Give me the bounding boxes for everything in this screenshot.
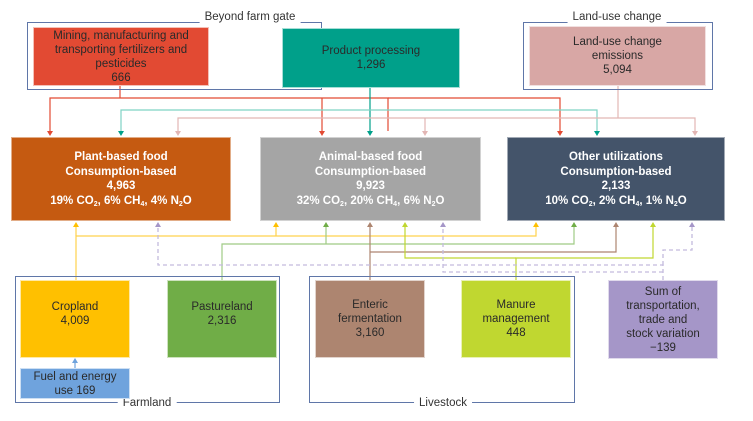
transport-trade-box: Sum of transportation, trade and stock v… [608,280,718,359]
land-use-change-value: 5,094 [603,64,632,76]
arrow-head-icon [118,131,124,136]
arrow-head-icon [422,131,428,136]
beyond-farm-gate-label: Beyond farm gate [199,11,301,24]
arrow-head-icon [650,222,656,227]
gas-share: 10% CO2, [545,194,600,208]
transport-trade-label-line: Sum of [644,285,682,298]
gas-share: 4% N2O [150,194,192,208]
arrow-head-icon [155,222,161,227]
fertilizers-label-line: transporting fertilizers and [54,43,188,56]
arrow-head-icon [323,222,329,227]
arrow-head-icon [571,222,577,227]
pastureland-box: Pastureland 2,316 [167,280,277,358]
gas-share: 19% CO2, [50,194,105,208]
animal-based-food-box: Animal-based food Consumption-based 9,92… [260,137,481,221]
arrow-head-icon [440,222,446,227]
transport-trade-label-line: stock variation [626,327,700,340]
arrow-head-icon [689,222,695,227]
land-use-change-label-line: emissions [591,50,644,62]
fertilizers-value: 666 [111,71,131,84]
gas-share: 20% CH4, [350,194,404,208]
arrow-head-icon [692,131,698,136]
enteric-fermentation-label-line: Enteric [352,299,388,311]
gas-share: 32% CO2, [296,194,351,208]
fuel-energy-label-line: use 169 [54,384,96,397]
animal-based-food-value: 9,923 [356,180,385,192]
other-utilizations-subtitle: Consumption-based [560,165,672,178]
gas-share: 1% N2O [645,194,687,208]
land-use-change-label-line: Land-use change [573,36,662,48]
plant-based-food-value: 4,963 [106,180,136,192]
other-utilizations-box: Other utilizations Consumption-based 2,1… [507,137,725,221]
arrow-head-icon [73,222,79,227]
product-processing-box: Product processing 1,296 [282,28,460,88]
arrow-head-icon [613,222,619,227]
enteric-connector [370,227,617,253]
cropland-value: 4,009 [60,315,90,327]
product-processing-label: Product processing [321,45,421,57]
arrow-head-icon [533,222,539,227]
manure-management-label-line: Manure [496,299,536,311]
land-use-change-box: Land-use change emissions 5,094 [529,26,706,86]
manure-management-box: Manure management 448 [461,280,571,358]
gas-share: 2% CH4, [599,194,646,208]
fuel-energy-label-line: Fuel and energy [33,370,117,383]
animal-based-food-gases: 32% CO2, 20% CH4, 6% N2O [297,194,445,209]
other-utilizations-title: Other utilizations [569,151,663,163]
manure-management-value: 448 [506,327,526,339]
fuel-energy-box: Fuel and energy use 169 [20,368,130,399]
manure-connector [515,227,654,280]
plant-based-food-gases: 19% CO2, 6% CH4, 4% N2O [50,194,191,209]
cropland-label: Cropland [51,301,99,313]
animal-based-food-subtitle: Consumption-based [314,165,427,178]
enteric-fermentation-value: 3,160 [355,327,385,339]
pastureland-label: Pastureland [191,301,253,313]
transport-connector [662,227,693,265]
arrow-head-icon [557,131,563,136]
plant-based-food-subtitle: Consumption-based [65,165,177,178]
enteric-fermentation-box: Enteric fermentation 3,160 [315,280,425,358]
land-use-change-label: Land-use change [567,11,667,24]
transport-trade-label-line: transportation, [626,299,700,312]
fertilizers-label-line: pesticides [95,57,147,70]
plant-based-food-box: Plant-based food Consumption-based 4,963… [11,137,231,221]
fertilizers-connector [49,97,389,131]
plant-based-food-title: Plant-based food [74,151,168,163]
cropland-box: Cropland 4,009 [20,280,130,358]
gas-share: 6% CH4, [104,194,151,208]
transport-trade-label-line: trade and [638,313,688,326]
transport-connector [442,227,663,273]
other-utilizations-value: 2,133 [601,180,631,192]
arrow-head-icon [319,131,325,136]
farmland-label: Farmland [117,397,177,410]
enteric-fermentation-label-line: fermentation [338,313,402,325]
arrow-head-icon [72,358,78,363]
other-utilizations-gases: 10% CO2, 2% CH4, 1% N2O [545,194,686,209]
arrow-head-icon [273,222,279,227]
pastureland-connector [221,227,575,280]
pastureland-value: 2,316 [207,315,237,327]
gas-share: 6% N2O [403,194,445,208]
fertilizers-label-line: Mining, manufacturing and [53,29,189,42]
transport-trade-value: −139 [650,341,676,354]
manure-connector [404,227,516,259]
cropland-connector [75,227,537,280]
transport-connector [157,227,664,280]
fertilizers-connector [388,97,561,131]
processing-connector [120,109,598,131]
arrow-head-icon [175,131,181,136]
arrow-head-icon [594,131,600,136]
arrow-head-icon [47,131,53,136]
arrow-head-icon [367,131,373,136]
arrow-head-icon [367,222,373,227]
arrow-head-icon [402,222,408,227]
product-processing-value: 1,296 [356,59,386,71]
livestock-label: Livestock [414,397,472,410]
animal-based-food-title: Animal-based food [318,151,423,163]
land-use-connector [177,117,696,131]
fertilizers-box: Mining, manufacturing and transporting f… [33,27,209,86]
manure-management-label-line: management [482,313,550,325]
